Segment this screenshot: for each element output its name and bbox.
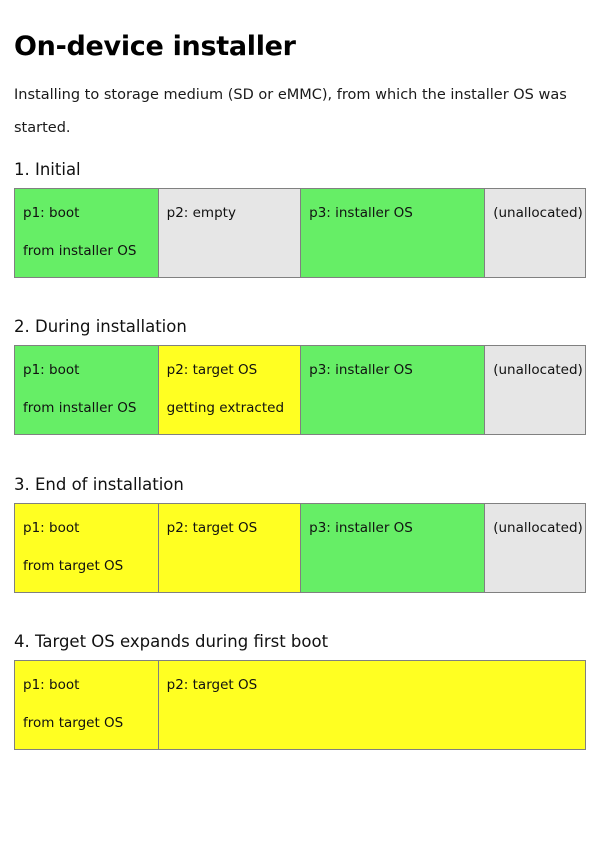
partition-label-primary: p3: installer OS: [309, 362, 413, 378]
partition-block: p3: installer OS: [301, 504, 486, 592]
partition-block: p1: boot from installer OS: [15, 189, 159, 277]
partition-block: (unallocated): [485, 504, 585, 592]
partition-label-primary: (unallocated): [493, 205, 583, 221]
partition-block: p2: target OS getting extracted: [158, 346, 302, 434]
partition-bar: p1: boot from installer OS p2: target OS ge…: [14, 345, 586, 435]
section-heading: 1. Initial: [14, 160, 81, 179]
partition-label-primary: p1: boot: [23, 205, 80, 221]
partition-label-primary: p3: installer OS: [309, 205, 413, 221]
section-heading: 4. Target OS expands during first boot: [14, 632, 329, 651]
partition-block: p3: installer OS: [301, 346, 486, 434]
partition-block: p1: boot from target OS: [15, 661, 159, 749]
partition-bar: p1: boot from installer OS p2: empty p3: in…: [14, 188, 586, 278]
partition-label-secondary: from target OS: [23, 558, 124, 574]
partition-label-primary: p2: empty: [166, 205, 236, 221]
partition-block: p3: installer OS: [301, 189, 486, 277]
partition-label-primary: p1: boot: [23, 677, 80, 693]
partition-block: p1: boot from installer OS: [15, 346, 159, 434]
partition-block: (unallocated): [485, 189, 585, 277]
partition-label-primary: p2: target OS: [166, 520, 258, 536]
partition-label-secondary: from target OS: [23, 715, 124, 731]
partition-block: p2: target OS: [158, 504, 302, 592]
partition-bar: p1: boot from target OS p2: target OS: [14, 660, 586, 750]
partition-label-primary: (unallocated): [493, 520, 583, 536]
section-heading: 3. End of installation: [14, 475, 184, 494]
partition-label-primary: p1: boot: [23, 520, 80, 536]
partition-label-primary: (unallocated): [493, 362, 583, 378]
partition-block: p2: target OS: [158, 661, 585, 749]
partition-label-primary: p1: boot: [23, 362, 80, 378]
partition-label-primary: p3: installer OS: [309, 520, 413, 536]
intro-paragraph: Installing to storage medium (SD or eMMC…: [14, 86, 567, 136]
partition-label-secondary: from installer OS: [23, 400, 137, 416]
partition-label-secondary: getting extracted: [166, 400, 285, 416]
partition-bar: p1: boot from target OS p2: target OS p3: i…: [14, 503, 586, 593]
partition-label-primary: p2: target OS: [166, 677, 258, 693]
partition-block: p2: empty: [158, 189, 302, 277]
partition-block: p1: boot from target OS: [15, 504, 159, 592]
section-heading: 2. During installation: [14, 317, 187, 336]
partition-label-secondary: from installer OS: [23, 243, 137, 259]
partition-label-primary: p2: target OS: [166, 362, 258, 378]
page-title: On-device installer: [14, 31, 296, 63]
partition-block: (unallocated): [485, 346, 585, 434]
